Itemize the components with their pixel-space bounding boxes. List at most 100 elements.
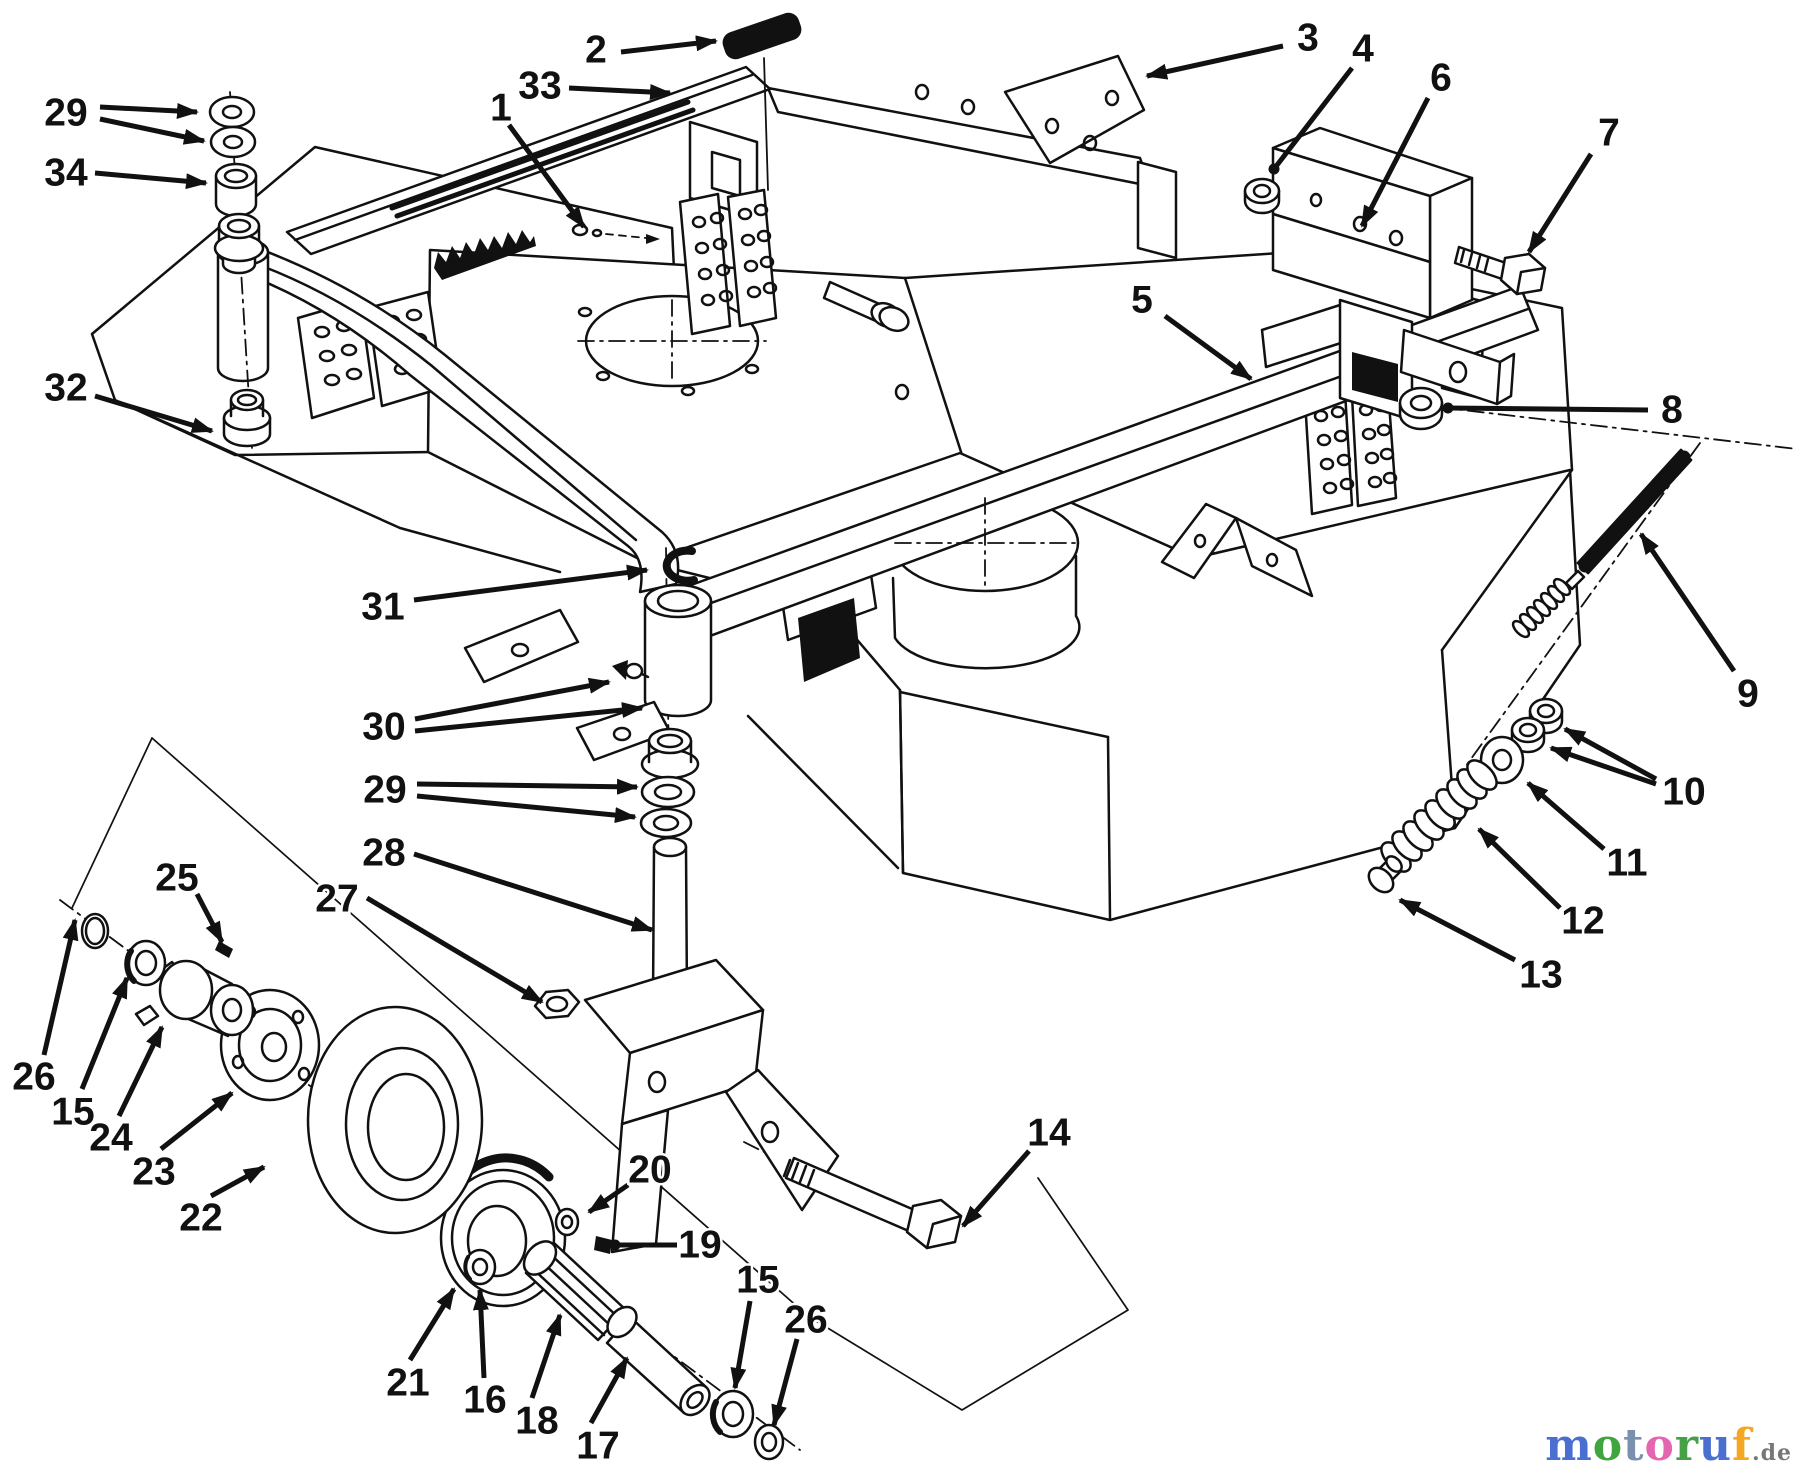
- part-label-15: 15: [736, 1259, 779, 1302]
- leader-line-10: [1563, 726, 1658, 782]
- lock-nut-8: [1398, 386, 1444, 431]
- leader-line-4: [1268, 66, 1354, 175]
- leader-line-30: [414, 677, 611, 722]
- part-label-27: 27: [315, 878, 358, 921]
- part-label-31: 31: [361, 586, 404, 629]
- part-label-26: 26: [784, 1299, 827, 1342]
- washer-20: [554, 1207, 580, 1237]
- leader-line-10: [1549, 745, 1657, 787]
- leader-line-11: [1526, 781, 1606, 851]
- part-label-33: 33: [518, 65, 561, 108]
- part-label-11: 11: [1606, 842, 1647, 885]
- part-label-16: 16: [463, 1379, 506, 1422]
- watermark-letter: t: [1623, 1420, 1645, 1471]
- mount-plate: [1003, 54, 1146, 165]
- part-label-30: 30: [362, 706, 405, 749]
- axle-tube-17: [605, 1315, 711, 1417]
- leader-line-9: [1638, 532, 1737, 673]
- part-label-29: 29: [44, 92, 87, 135]
- watermark-letter: m: [1545, 1420, 1593, 1471]
- part-label-15: 15: [51, 1091, 94, 1134]
- leader-line-8: [1442, 402, 1649, 414]
- hub-spindle-24: [134, 959, 255, 1038]
- flange-nut-6: [1243, 177, 1281, 215]
- hitch-receiver: [1338, 298, 1516, 422]
- leader-line-31: [413, 564, 649, 603]
- leader-line-12: [1477, 827, 1562, 910]
- rear-frame-tube: [238, 244, 680, 594]
- part-label-8: 8: [1661, 389, 1683, 432]
- part-label-29: 29: [363, 769, 406, 812]
- arm-tabs: [463, 608, 672, 762]
- center-caster-stack: [215, 546, 840, 1254]
- rear-lift-rail: [285, 12, 1178, 280]
- leader-line-32: [94, 393, 214, 434]
- part-label-12: 12: [1561, 900, 1604, 943]
- hex-bolt-7: [1453, 245, 1547, 296]
- watermark-logo[interactable]: motoruf.de: [1545, 1424, 1792, 1468]
- part-label-23: 23: [132, 1151, 175, 1194]
- left-caster-bushing-stack: [208, 95, 272, 448]
- v-bracket: [1160, 502, 1314, 598]
- leader-line-2: [620, 35, 718, 55]
- small-spring: [1511, 577, 1572, 639]
- leader-line-29: [416, 778, 639, 795]
- leader-line-33: [568, 84, 672, 101]
- part-label-32: 32: [44, 367, 87, 410]
- watermark-letter: f: [1732, 1420, 1752, 1471]
- washer-26b: [753, 1423, 785, 1461]
- large-spring-12: [1380, 759, 1498, 873]
- bearing-15a: [124, 939, 167, 987]
- part-label-22: 22: [179, 1197, 222, 1240]
- deck-skirt: [643, 451, 1582, 922]
- part-label-34: 34: [44, 152, 88, 195]
- part-label-21: 21: [386, 1362, 429, 1405]
- leader-line-28: [413, 851, 654, 933]
- part-label-9: 9: [1737, 673, 1759, 716]
- hole-plate-center: [678, 120, 778, 336]
- leader-line-27: [365, 895, 544, 1005]
- leader-line-1: [506, 123, 587, 229]
- spring-bolt-13: [1367, 855, 1403, 894]
- leader-line-29: [99, 116, 206, 145]
- bushing-32: [222, 388, 272, 448]
- part-label-10: 10: [1662, 771, 1705, 814]
- leader-line-29: [99, 102, 199, 119]
- part-label-18: 18: [515, 1400, 558, 1443]
- leader-line-17: [588, 1356, 630, 1425]
- leader-line-7: [1526, 152, 1594, 254]
- leveling-hardware: [571, 177, 1693, 894]
- leader-line-30: [414, 702, 644, 734]
- hole-plate-right: [1303, 387, 1398, 516]
- leader-line-6: [1359, 96, 1431, 228]
- nut-19: [594, 1236, 612, 1254]
- tire-22: [306, 1005, 484, 1235]
- part-label-24: 24: [89, 1117, 133, 1160]
- part-label-4: 4: [1352, 28, 1374, 71]
- serrated-rack: [434, 230, 536, 280]
- leader-line-26: [41, 918, 79, 1056]
- part-label-7: 7: [1598, 112, 1620, 155]
- watermark-suffix: .de: [1751, 1440, 1792, 1466]
- leader-line-25: [194, 892, 225, 944]
- flanged-bushing: [640, 727, 700, 780]
- leader-line-20: [587, 1182, 630, 1215]
- part-label-13: 13: [1519, 954, 1562, 997]
- leader-line-26: [771, 1338, 800, 1427]
- retaining-ring-26a: [80, 912, 110, 950]
- part-label-6: 6: [1430, 57, 1452, 100]
- part-label-25: 25: [155, 857, 198, 900]
- axle-bolt-14: [782, 1156, 963, 1250]
- grip-handle: [722, 12, 802, 191]
- leader-line-24: [116, 1025, 165, 1118]
- caster-wheel-group: [80, 912, 963, 1461]
- part-label-20: 20: [628, 1149, 671, 1192]
- threaded-rod-9: [1576, 448, 1693, 575]
- leader-line-5: [1163, 313, 1253, 382]
- part-label-19: 19: [678, 1224, 721, 1267]
- watermark-letter: r: [1674, 1420, 1700, 1471]
- carrier-frame: [216, 237, 1540, 652]
- part-label-14: 14: [1027, 1112, 1071, 1155]
